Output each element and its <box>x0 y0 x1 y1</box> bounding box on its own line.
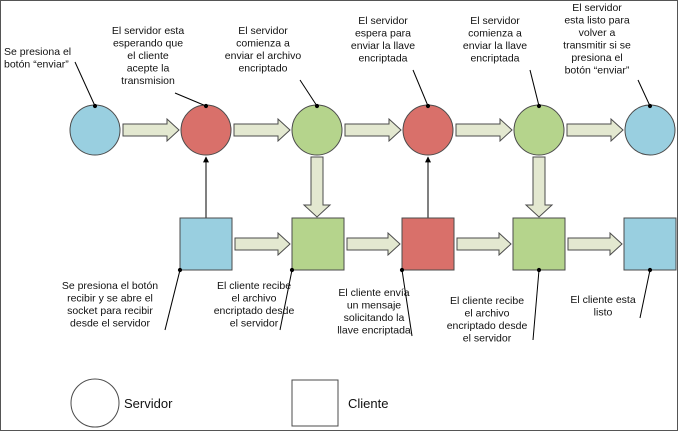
legend-server-symbol <box>70 378 120 428</box>
bottom-arrow-4 <box>567 231 623 257</box>
client-node-2 <box>291 217 345 271</box>
client-node-3 <box>401 217 455 271</box>
server-node-3 <box>291 104 343 156</box>
server-node-6 <box>624 104 676 156</box>
legend-server-label: Servidor <box>124 396 173 411</box>
server-node-4 <box>402 104 454 156</box>
down-arrow-2 <box>524 156 554 218</box>
vertical-flow-arrows <box>302 156 554 218</box>
top-callout-lines <box>74 61 653 109</box>
bottom-arrow-1 <box>234 231 291 257</box>
bottom-flow-arrows <box>234 231 623 257</box>
top-arrow-5 <box>566 117 624 143</box>
bottom-arrow-2 <box>346 231 401 257</box>
top-arrow-3 <box>344 117 402 143</box>
legend-client-label: Cliente <box>348 396 388 411</box>
client-node-1 <box>179 217 233 271</box>
bottom-callout-lines <box>164 267 653 341</box>
legend-client-symbol <box>291 379 339 427</box>
server-node-1 <box>69 104 121 156</box>
client-node-4 <box>512 217 566 271</box>
top-flow-arrows <box>122 117 624 143</box>
client-node-5 <box>623 217 677 271</box>
down-arrow-1 <box>302 156 332 218</box>
bottom-arrow-3 <box>456 231 512 257</box>
top-arrow-2 <box>233 117 291 143</box>
server-node-5 <box>513 104 565 156</box>
server-node-2 <box>180 104 232 156</box>
top-arrow-4 <box>455 117 513 143</box>
top-arrow-1 <box>122 117 180 143</box>
